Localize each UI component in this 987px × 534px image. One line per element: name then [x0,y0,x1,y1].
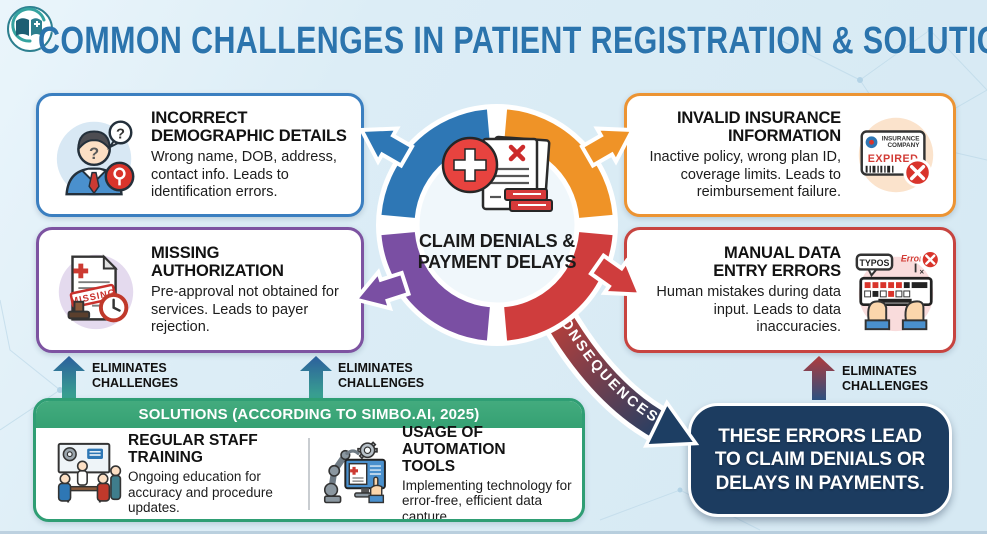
solutions-panel: SOLUTIONS (ACCORDING TO SIMBO.AI, 2025) [33,398,585,522]
wheel-center-label: CLAIM DENIALS & PAYMENT DELAYS [417,231,577,273]
eliminates-label-1: ELIMINATES CHALLENGES [92,361,179,390]
challenge-body: Inactive policy, wrong plan ID, coverage… [649,149,841,200]
expired-insurance-card-icon: INSURANCE COMPANY EXPIRED [849,105,943,205]
svg-text:EXPIRED: EXPIRED [868,153,919,165]
eliminates-arrow-3 [803,356,835,400]
challenge-wheel [352,104,643,346]
keyboard-typos-icon: TYPOS Error × [849,240,943,340]
challenge-body: Pre-approval not obtained for services. … [151,284,339,335]
solutions-header: SOLUTIONS (ACCORDING TO SIMBO.AI, 2025) [36,401,582,428]
denied-claim-documents-icon [441,135,553,212]
challenge-title: MISSING AUTHORIZATION [151,244,284,281]
missing-document-stamp-icon: MISSING [49,240,143,340]
challenge-title: INCORRECT DEMOGRAPHIC DETAILS [151,109,347,146]
svg-text:INSURANCE: INSURANCE [882,135,920,142]
solution-title: USAGE OF AUTOMATION TOOLS [402,423,506,475]
solution-body: Ongoing education for accuracy and proce… [128,469,273,516]
wheel-arrow-purple [352,268,412,312]
challenge-body: Human mistakes during data input. Leads … [656,284,841,335]
wheel-arrow-blue [358,126,415,169]
outcome-box: THESE ERRORS LEAD TO CLAIM DENIALS OR DE… [688,403,952,517]
wheel-quadrant-orange [503,109,613,219]
svg-text:×: × [920,267,925,276]
eliminates-label-2: ELIMINATES CHALLENGES [338,361,425,390]
challenge-box-invalid-insurance: INSURANCE COMPANY EXPIRED INVALID INSURA… [624,93,956,217]
challenge-box-manual-data-entry: TYPOS Error × [624,227,956,353]
svg-text:?: ? [89,144,99,163]
wheel-quadrant-purple [381,231,491,341]
page-title: COMMON CHALLENGES IN PATIENT REGISTRATIO… [38,20,987,62]
wheel-arrow-orange [579,126,636,169]
eliminates-arrow-1 [53,356,85,400]
challenge-body: Wrong name, DOB, address, contact info. … [151,149,337,200]
challenge-title: MANUAL DATA ENTRY ERRORS [713,244,841,281]
solutions-divider [308,438,310,510]
challenge-box-missing-authorization: MISSING MISSING AUTHORIZATION Pre-approv… [36,227,364,353]
staff-training-icon [46,432,122,516]
person-question-icon: ? ? [49,105,143,205]
wheel-quadrant-blue [381,109,491,219]
solution-item-staff-training: REGULAR STAFF TRAINING Ongoing education… [36,430,308,518]
challenge-box-incorrect-demographic: ? ? INCORRECT DEMOGRAPHIC DETAILS Wrong … [36,93,364,217]
solution-body: Implementing technology for error-free, … [402,477,572,522]
outcome-text: THESE ERRORS LEAD TO CLAIM DENIALS OR DE… [714,426,926,494]
bottom-edge-strip [0,531,987,534]
solution-item-automation-tools: USAGE OF AUTOMATION TOOLS Implementing t… [310,422,582,522]
eliminates-arrow-2 [300,356,332,400]
svg-text:Error: Error [901,254,923,264]
medical-book-logo [7,6,53,52]
svg-text:COMPANY: COMPANY [887,142,920,149]
eliminates-label-3: ELIMINATES CHALLENGES [842,364,929,393]
svg-text:?: ? [116,126,125,142]
solution-title: REGULAR STAFF TRAINING [128,432,258,467]
challenge-title: INVALID INSURANCE INFORMATION [676,109,841,146]
automation-robot-icon [320,432,396,516]
svg-text:TYPOS: TYPOS [860,258,890,268]
